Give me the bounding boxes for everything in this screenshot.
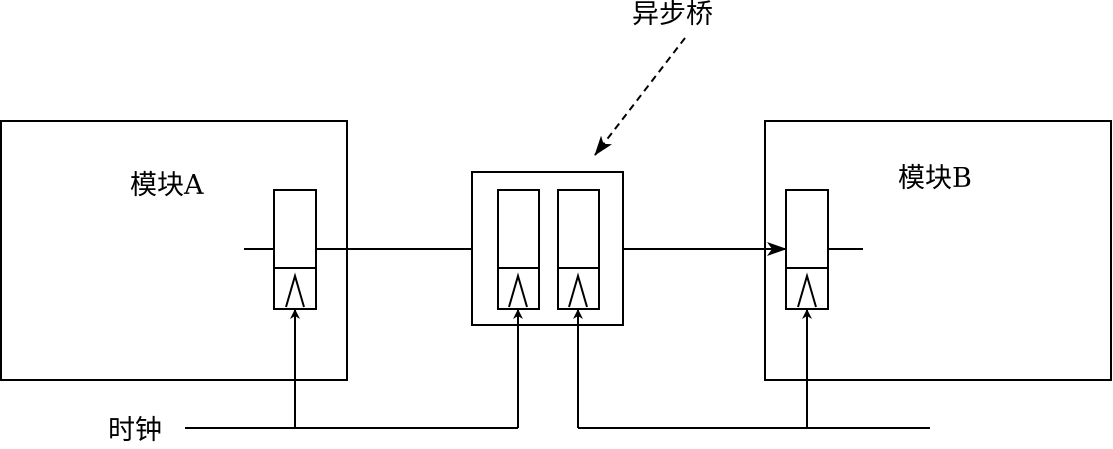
module-a-label: 模块A (130, 170, 204, 201)
bridge-register-2-clock-triangle (568, 272, 588, 308)
module-b-label: 模块B (898, 163, 972, 194)
module-a-box (0, 120, 348, 381)
register-a (273, 189, 317, 310)
bridge-register-1-clock-triangle (508, 272, 528, 308)
bridge-label: 异步桥 (632, 0, 713, 30)
bridge-pointer-arrow (594, 37, 686, 156)
register-a-clock-triangle (285, 272, 305, 308)
module-b-box (764, 120, 1112, 381)
register-b-clock-triangle (797, 272, 817, 308)
bridge-register-1 (497, 189, 540, 310)
register-b (785, 189, 829, 310)
bridge-register-2 (557, 189, 600, 310)
bridge-box (471, 171, 624, 326)
clock-label: 时钟 (108, 415, 162, 444)
